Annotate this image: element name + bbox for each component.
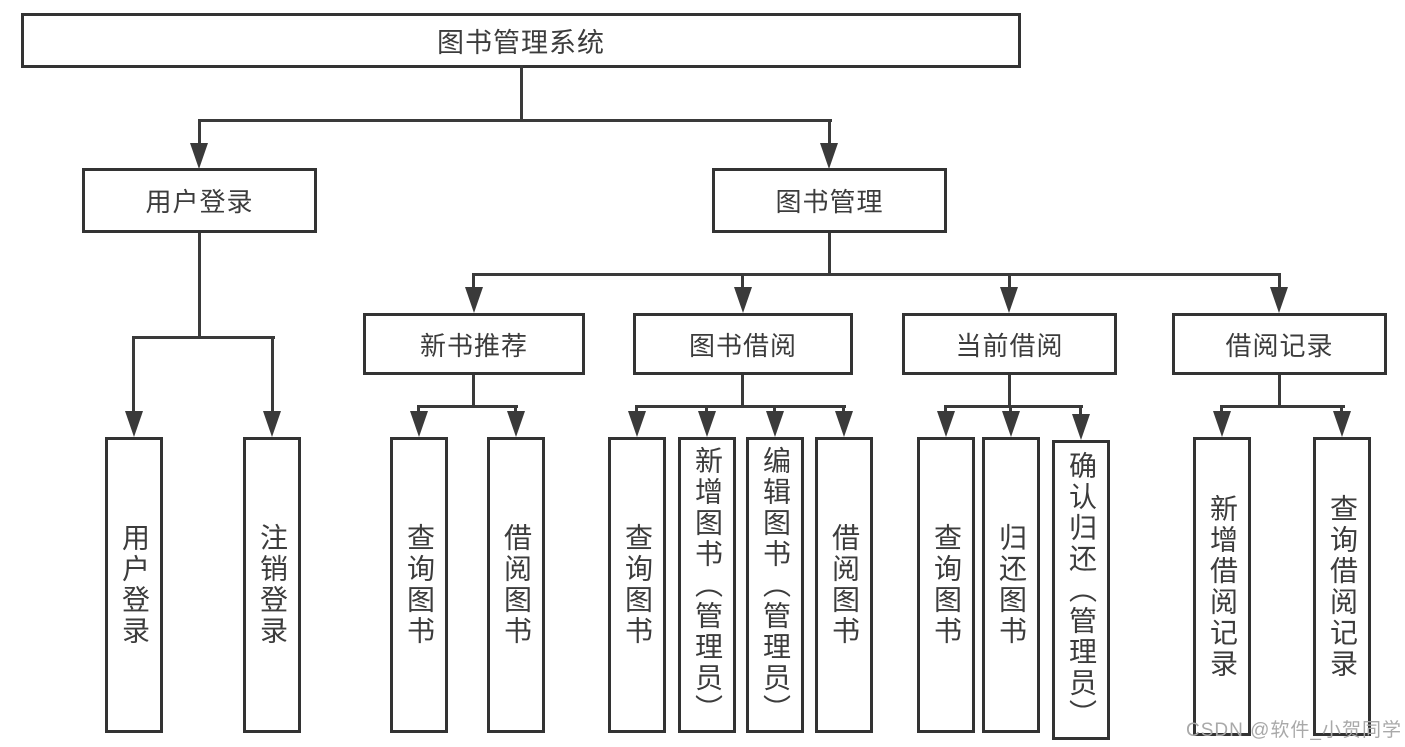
connector-line (944, 405, 947, 415)
connector-line (1340, 405, 1343, 415)
node-book-borrowing-label: 图书借阅 (688, 330, 797, 361)
leaf-label: 确认归还（管理员） (1066, 450, 1097, 730)
leaf-label: 查询借阅记录 (1327, 493, 1358, 680)
connector-line (132, 336, 135, 413)
node-borrowing-records: 借阅记录 (1172, 313, 1387, 375)
leaf-query-books-borrowing: 查询图书 (608, 437, 666, 733)
root-node-library-system: 图书管理系统 (21, 13, 1021, 68)
leaf-label: 新增图书（管理员） (692, 445, 723, 725)
arrowhead-icon (628, 411, 646, 437)
connector-line (1220, 405, 1223, 415)
arrowhead-icon (698, 411, 716, 437)
arrowhead-icon (1270, 287, 1288, 313)
leaf-label: 归还图书 (996, 523, 1027, 647)
arrowhead-icon (190, 143, 208, 169)
connector-line (828, 119, 831, 146)
connector-line (1009, 405, 1012, 415)
arrowhead-icon (1002, 411, 1020, 437)
connector-line (1008, 375, 1011, 407)
node-new-book-recommendation: 新书推荐 (363, 313, 585, 375)
node-user-login-label: 用户登录 (145, 187, 254, 217)
leaf-add-books-admin: 新增图书（管理员） (678, 437, 736, 733)
connector-line (198, 233, 201, 339)
leaf-query-books-recommend: 查询图书 (390, 437, 448, 733)
connector-line (741, 273, 744, 291)
arrowhead-icon (507, 411, 525, 437)
connector-line (635, 405, 638, 415)
node-borrowing-records-label: 借阅记录 (1225, 330, 1334, 361)
node-new-book-recommendation-label: 新书推荐 (419, 330, 528, 361)
connector-line (473, 273, 1281, 276)
connector-line (635, 405, 846, 408)
connector-line (842, 405, 845, 415)
arrowhead-icon (1333, 411, 1351, 437)
csdn-watermark: CSDN @软件_小贺同学 (1186, 720, 1402, 741)
leaf-user-login: 用户登录 (105, 437, 163, 733)
arrowhead-icon (820, 143, 838, 169)
leaf-edit-books-admin: 编辑图书（管理员） (746, 437, 804, 733)
leaf-borrow-books-recommend: 借阅图书 (487, 437, 545, 733)
arrowhead-icon (734, 287, 752, 313)
connector-line (1278, 273, 1281, 291)
arrowhead-icon (1000, 287, 1018, 313)
connector-line (1278, 375, 1281, 407)
root-node-label: 图书管理系统 (437, 28, 605, 58)
arrowhead-icon (835, 411, 853, 437)
leaf-label: 借阅图书 (501, 523, 532, 647)
connector-line (1008, 273, 1011, 291)
arrowhead-icon (410, 411, 428, 437)
leaf-label: 新增借阅记录 (1207, 493, 1238, 680)
arrowhead-icon (125, 411, 143, 437)
leaf-label: 查询图书 (404, 523, 435, 647)
connector-line (271, 336, 274, 413)
connector-line (514, 405, 517, 415)
node-user-login: 用户登录 (82, 168, 317, 233)
connector-line (198, 119, 832, 122)
arrowhead-icon (1072, 414, 1090, 440)
leaf-add-borrow-record: 新增借阅记录 (1193, 437, 1251, 736)
leaf-logout-label: 注销登录 (257, 523, 288, 647)
arrowhead-icon (263, 411, 281, 437)
connector-line (705, 405, 708, 415)
connector-line (520, 65, 523, 122)
connector-line (417, 405, 518, 408)
leaf-user-login-label: 用户登录 (119, 523, 150, 647)
arrowhead-icon (1213, 411, 1231, 437)
node-current-borrowing-label: 当前借阅 (955, 330, 1064, 361)
connector-line (417, 405, 420, 415)
node-book-management-label: 图书管理 (775, 187, 884, 217)
connector-line (133, 336, 275, 339)
arrowhead-icon (465, 287, 483, 313)
leaf-confirm-return-admin: 确认归还（管理员） (1052, 440, 1110, 740)
leaf-label: 查询图书 (931, 523, 962, 647)
leaf-borrow-books: 借阅图书 (815, 437, 873, 733)
arrowhead-icon (937, 411, 955, 437)
leaf-query-borrow-record: 查询借阅记录 (1313, 437, 1371, 736)
leaf-label: 借阅图书 (829, 523, 860, 647)
leaf-logout: 注销登录 (243, 437, 301, 733)
connector-line (1079, 405, 1082, 417)
arrowhead-icon (766, 411, 784, 437)
connector-line (198, 119, 201, 146)
connector-line (773, 405, 776, 415)
leaf-label: 编辑图书（管理员） (760, 445, 791, 725)
node-book-management: 图书管理 (712, 168, 947, 233)
connector-line (828, 233, 831, 276)
connector-line (944, 405, 1083, 408)
node-book-borrowing: 图书借阅 (633, 313, 853, 375)
connector-line (472, 273, 475, 291)
leaf-label: 查询图书 (622, 523, 653, 647)
leaf-return-books: 归还图书 (982, 437, 1040, 733)
connector-line (1220, 405, 1345, 408)
node-current-borrowing: 当前借阅 (902, 313, 1117, 375)
connector-line (472, 375, 475, 407)
leaf-query-books-current: 查询图书 (917, 437, 975, 733)
connector-line (741, 375, 744, 407)
